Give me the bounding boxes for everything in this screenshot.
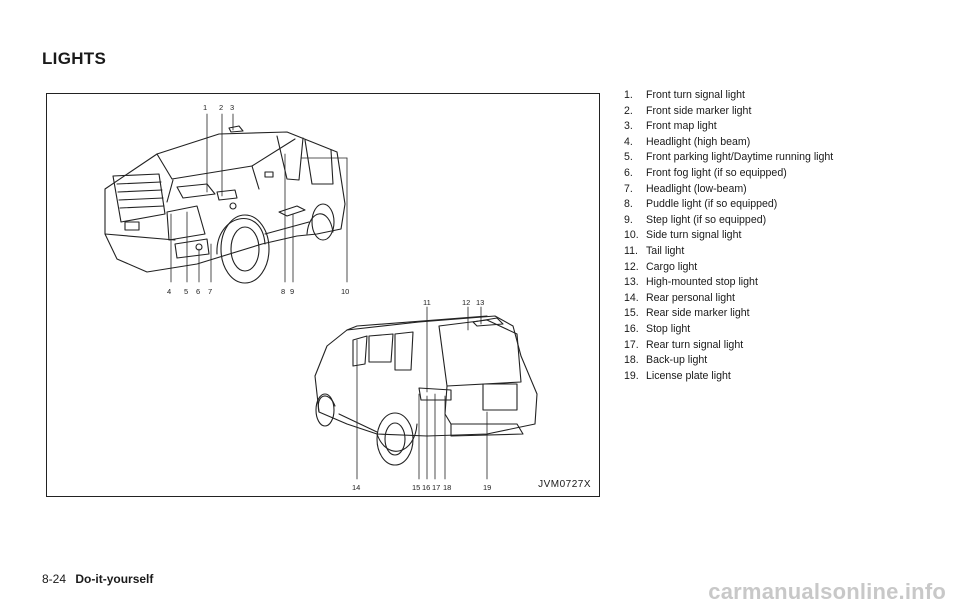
legend-item: 2. Front side marker light [624, 104, 833, 120]
legend-item: 18. Back-up light [624, 353, 833, 369]
legend-item-number: 14. [624, 291, 639, 304]
legend-item-number: 15. [624, 307, 639, 320]
legend-item: 17. Rear turn signal light [624, 338, 833, 354]
figure-code: JVM0727X [538, 479, 591, 490]
legend-item-text: Front fog light (if so equipped) [646, 166, 787, 179]
legend-item-number: 18. [624, 354, 639, 367]
legend-item-number: 5. [624, 151, 633, 164]
legend-item-number: 3. [624, 120, 633, 133]
legend-item-text: Headlight (high beam) [646, 135, 751, 148]
callout-2: 2 [219, 103, 223, 112]
callout-6: 6 [196, 287, 200, 296]
legend-item: 16. Stop light [624, 322, 833, 338]
legend-item: 14. Rear personal light [624, 291, 833, 307]
vehicle-illustration: 1 2 3 4 5 6 7 8 9 10 [104, 103, 538, 492]
legend-item-number: 10. [624, 229, 639, 242]
callout-15: 15 [412, 483, 420, 492]
page-number: 8-24 [42, 572, 67, 586]
section-heading: LIGHTS [42, 49, 107, 68]
callout-7: 7 [208, 287, 212, 296]
callout-19: 19 [483, 483, 491, 492]
legend-item-number: 9. [624, 213, 633, 226]
legend-item: 10. Side turn signal light [624, 228, 833, 244]
legend-item: 9. Step light (if so equipped) [624, 213, 833, 229]
legend-item-text: License plate light [646, 369, 731, 382]
legend-item-number: 2. [624, 104, 633, 117]
callout-10: 10 [341, 287, 349, 296]
legend-item: 7. Headlight (low-beam) [624, 182, 833, 198]
legend-item-text: Front map light [646, 120, 717, 133]
legend-item-text: Rear side marker light [646, 307, 750, 320]
legend-item-text: Front side marker light [646, 104, 752, 117]
legend-item-number: 11. [624, 244, 638, 257]
legend-item-text: Rear personal light [646, 291, 735, 304]
callout-5: 5 [184, 287, 188, 296]
legend-item-text: Step light (if so equipped) [646, 213, 767, 226]
legend-item: 1. Front turn signal light [624, 88, 833, 104]
legend-item: 19. License plate light [624, 369, 833, 385]
front-leader-lines [170, 113, 348, 283]
front-vehicle-drawing [104, 125, 346, 284]
callout-14: 14 [352, 483, 360, 492]
legend-item-text: Back-up light [646, 354, 708, 367]
front-callout-labels: 1 2 3 4 5 6 7 8 9 10 [167, 103, 349, 296]
legend-item-number: 16. [624, 322, 639, 335]
callout-8: 8 [281, 287, 285, 296]
callout-3: 3 [230, 103, 234, 112]
rear-callout-labels: 11 12 13 14 15 16 17 18 19 [352, 298, 491, 492]
legend-item-text: Puddle light (if so equipped) [646, 198, 778, 211]
rear-vehicle-drawing [314, 315, 538, 466]
legend-item: 13. High-mounted stop light [624, 275, 833, 291]
legend-item-text: Cargo light [646, 260, 698, 273]
lights-figure: 1 2 3 4 5 6 7 8 9 10 [46, 93, 600, 497]
legend-item-number: 8. [624, 198, 633, 211]
legend-item: 11. Tail light [624, 244, 833, 260]
legend-item: 8. Puddle light (if so equipped) [624, 197, 833, 213]
legend-item: 5. Front parking light/Daytime running li… [624, 150, 833, 166]
legend-item-text: Headlight (low-beam) [646, 182, 747, 195]
legend-item-text: Side turn signal light [646, 229, 742, 242]
callout-4: 4 [167, 287, 171, 296]
legend-item-number: 13. [624, 276, 639, 289]
legend-item-number: 12. [624, 260, 639, 273]
legend-item-text: Stop light [646, 322, 691, 335]
legend-item: 12. Cargo light [624, 260, 833, 276]
legend-item-text: Rear turn signal light [646, 338, 744, 351]
site-watermark: carmanualsonline.info [708, 579, 946, 604]
legend-item-number: 1. [624, 89, 633, 101]
page-footer: 8-24 Do-it-yourself [42, 572, 153, 586]
legend-item-number: 7. [624, 182, 633, 195]
legend-item-text: High-mounted stop light [646, 276, 758, 289]
callout-1: 1 [203, 103, 207, 112]
legend-item-number: 19. [624, 369, 639, 382]
callout-12: 12 [462, 298, 470, 307]
callout-16: 16 [422, 483, 430, 492]
legend-item-text: Tail light [646, 244, 685, 257]
legend-item-number: 17. [624, 338, 639, 351]
callout-18: 18 [443, 483, 451, 492]
section-name: Do-it-yourself [75, 572, 154, 586]
callout-9: 9 [290, 287, 294, 296]
rear-leader-lines [356, 306, 488, 480]
legend-item-number: 4. [624, 135, 633, 148]
legend-item: 6. Front fog light (if so equipped) [624, 166, 833, 182]
lights-legend-list: 1. Front turn signal light 2. Front side m… [624, 88, 833, 384]
callout-13: 13 [476, 298, 484, 307]
legend-item-text: Front turn signal light [646, 89, 745, 101]
callout-11: 11 [423, 298, 431, 307]
legend-item: 15. Rear side marker light [624, 306, 833, 322]
legend-item-number: 6. [624, 166, 633, 179]
legend-item-text: Front parking light/Daytime running ligh… [646, 151, 834, 164]
legend-item: 4. Headlight (high beam) [624, 135, 833, 151]
legend-item: 3. Front map light [624, 119, 833, 135]
callout-17: 17 [432, 483, 440, 492]
